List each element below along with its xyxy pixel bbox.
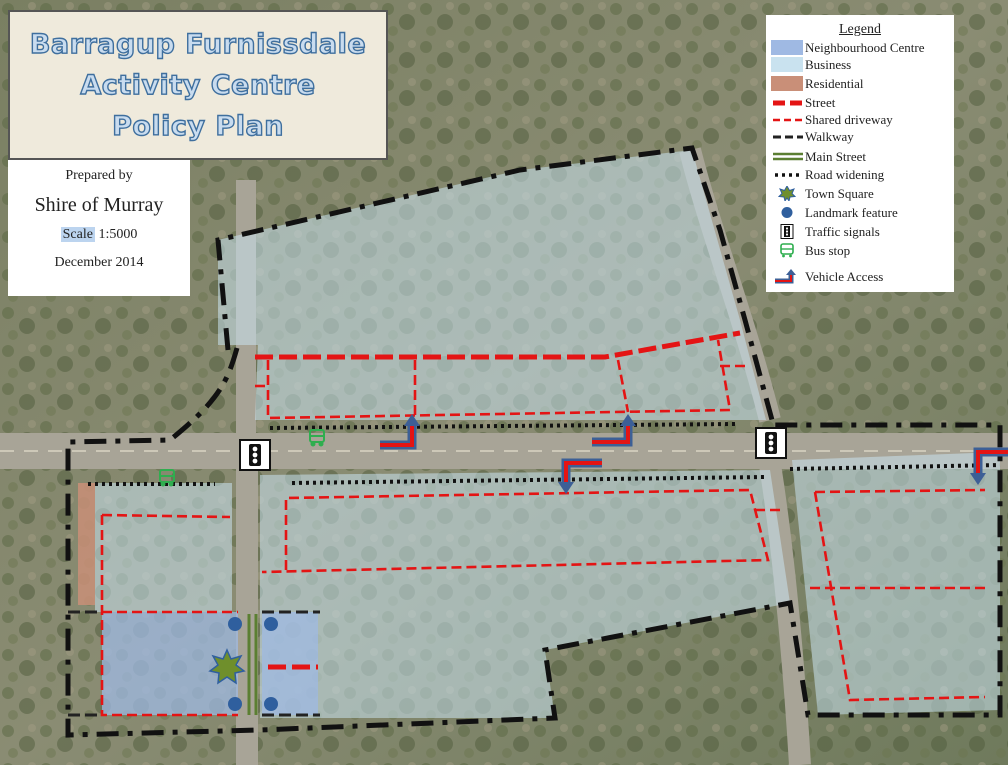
neighbourhood-centre-west [102, 612, 238, 715]
town-square-icon [208, 648, 246, 685]
landmark-features [228, 617, 278, 711]
info-box: Prepared by Shire of Murray Scale 1:5000… [8, 160, 190, 296]
legend-item-traffic-signals: Traffic signals [766, 223, 954, 240]
legend-item-bus-stop: Bus stop [766, 242, 954, 259]
legend-item-business: Business [766, 56, 954, 73]
map-title-line-2: Activity Centre [80, 69, 316, 101]
landmark-feature [264, 697, 278, 711]
legend-item-main-street: Main Street [766, 148, 954, 165]
neighbourhood-centre-swatch-icon [771, 40, 803, 55]
legend-item-vehicle-access: Vehicle Access [766, 268, 954, 285]
bus-stop-legend-icon [780, 243, 794, 258]
legend-item-neighbourhood-centre: Neighbourhood Centre [766, 39, 954, 56]
bus-stop-icon [159, 469, 175, 487]
vehicle-access-icon [592, 414, 636, 447]
main-street-line-icon [773, 152, 803, 161]
legend-label: Residential [805, 76, 864, 91]
road-widening [88, 422, 1001, 486]
business-zone-east [792, 452, 1000, 715]
legend-item-road-widening: Road widening [766, 166, 954, 183]
organisation-name: Shire of Murray [34, 194, 164, 216]
plan-date: December 2014 [54, 255, 144, 270]
legend-item-shared-driveway: Shared driveway [766, 111, 954, 128]
boundary-west-curve [65, 347, 1003, 738]
legend-label: Neighbourhood Centre [805, 40, 925, 55]
street-line-icon [773, 100, 803, 106]
bus-stop-icon [309, 429, 325, 447]
shared-driveways [100, 339, 988, 717]
legend-label: Landmark feature [805, 205, 898, 220]
town-square-star-icon [777, 186, 797, 201]
neighbourhood-centre-zones [102, 612, 318, 715]
legend-panel: Legend Neighbourhood Centre Business Res… [766, 15, 954, 292]
legend-label: Town Square [805, 186, 874, 201]
walkway-line-icon [773, 135, 803, 139]
legend-label: Bus stop [805, 243, 851, 258]
legend-label: Main Street [805, 149, 867, 164]
legend-label: Shared driveway [805, 112, 893, 127]
boundary-lines [65, 145, 1003, 738]
boundary-north [215, 145, 775, 421]
street-lines [255, 330, 741, 670]
residential-swatch-icon [771, 76, 803, 91]
legend-item-town-square: Town Square [766, 185, 954, 202]
vehicle-access-icon [970, 447, 1008, 485]
vehicle-access-legend-icon [775, 269, 796, 284]
shared-driveway-line-icon [773, 118, 803, 122]
map-title-line-1: Barragup Furnissdale [29, 28, 367, 60]
landmark-circle-icon [781, 207, 793, 218]
street-north [255, 330, 741, 360]
landmark-feature [228, 697, 242, 711]
business-zone-west [95, 483, 232, 612]
legend-label: Business [805, 57, 852, 72]
vehicle-access-icon [380, 414, 420, 450]
title-box: Barragup Furnissdale Activity Centre Pol… [8, 10, 388, 160]
legend-item-residential: Residential [766, 75, 954, 92]
residential-zone [78, 483, 95, 605]
map-title-line-3: Policy Plan [111, 110, 284, 142]
legend-title: Legend [839, 22, 881, 37]
scale-value: 1:5000 [98, 227, 138, 242]
prepared-by-label: Prepared by [65, 168, 133, 183]
scale-text: Scale 1:5000 [60, 227, 138, 243]
traffic-signal-legend-icon [780, 224, 794, 239]
landmark-feature [228, 617, 242, 631]
traffic-signal-icon [239, 439, 271, 471]
legend-label: Traffic signals [805, 224, 880, 239]
business-swatch-icon [771, 57, 803, 72]
traffic-signal-icon [755, 427, 787, 459]
legend-label: Vehicle Access [805, 269, 884, 284]
legend-label: Walkway [805, 129, 854, 144]
legend-label: Road widening [805, 167, 885, 182]
vehicle-access-icon [558, 458, 602, 494]
road-widening-line-icon [775, 173, 803, 177]
legend-label: Street [805, 95, 836, 110]
legend-item-walkway: Walkway [766, 128, 954, 145]
legend-item-street: Street [766, 94, 954, 111]
landmark-feature [264, 617, 278, 631]
main-street [247, 614, 258, 715]
walkways [68, 610, 320, 717]
legend-item-landmark-feature: Landmark feature [766, 204, 954, 221]
business-zone-central [260, 470, 790, 718]
scale-word: Scale [60, 227, 95, 242]
